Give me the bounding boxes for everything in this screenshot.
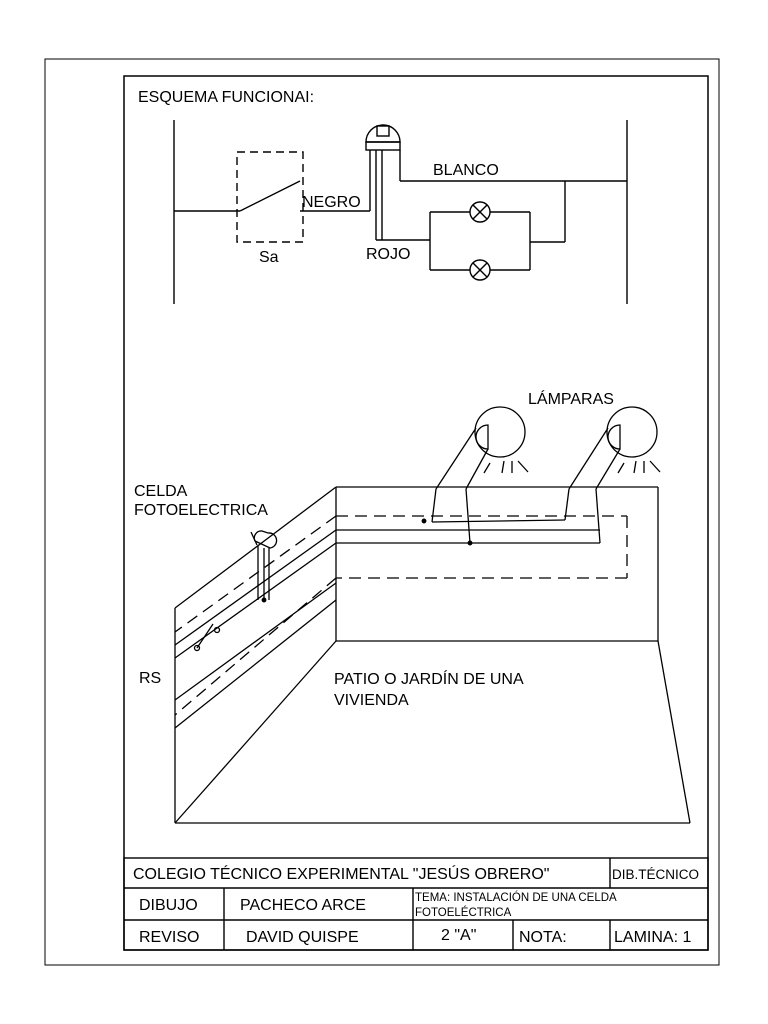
wiring bbox=[261, 518, 566, 603]
lamp-symbol-icon bbox=[469, 201, 491, 223]
wall-outline bbox=[174, 486, 691, 824]
drawn-label: DIBUJO bbox=[139, 897, 198, 914]
switch-blade bbox=[239, 180, 301, 212]
wire-black-label: NEGRO bbox=[302, 194, 361, 211]
lamp-icon bbox=[431, 406, 529, 544]
checked-label: REVISO bbox=[139, 929, 199, 946]
photocell-icon bbox=[365, 124, 401, 240]
photocell-icon bbox=[250, 530, 278, 600]
grade: 2 "A" bbox=[441, 927, 476, 944]
drawn-name: PACHECO ARCE bbox=[240, 897, 366, 914]
title-block: COLEGIO TÉCNICO EXPERIMENTAL "JESÚS OBRE… bbox=[123, 857, 709, 951]
nota-label: NOTA: bbox=[519, 929, 567, 946]
cell-label-line2: FOTOELECTRICA bbox=[134, 502, 268, 519]
lamps-label: LÁMPARAS bbox=[528, 389, 614, 408]
switch-label: Sa bbox=[259, 249, 279, 266]
school-name: COLEGIO TÉCNICO EXPERIMENTAL "JESÚS OBRE… bbox=[133, 864, 549, 883]
sheet-number: LAMINA: 1 bbox=[614, 929, 691, 946]
cell-label-line1: CELDA bbox=[134, 483, 188, 500]
subject-label: DIB.TÉCNICO bbox=[612, 867, 699, 882]
rs-label: RS bbox=[139, 670, 161, 687]
schematic-title: ESQUEMA FUNCIONAI: bbox=[138, 89, 314, 106]
outer-frame bbox=[44, 58, 720, 966]
topic-line1: TEMA: INSTALACIÓN DE UNA CELDA bbox=[415, 891, 617, 904]
functional-schematic: ESQUEMA FUNCIONAI: Sa NEGRO BLANCO ROJO bbox=[138, 89, 628, 304]
area-label-line1: PATIO O JARDÍN DE UNA bbox=[334, 669, 524, 688]
lamp-symbol-icon bbox=[469, 259, 491, 281]
lamp-icon bbox=[564, 406, 661, 544]
wall-switch-icon bbox=[193, 623, 221, 652]
dashed-conduit bbox=[174, 515, 628, 716]
wire-red-label: ROJO bbox=[366, 246, 410, 263]
checked-name: DAVID QUISPE bbox=[246, 929, 359, 946]
area-label-line2: VIVIENDA bbox=[334, 692, 409, 709]
wire-white-label: BLANCO bbox=[433, 162, 499, 179]
pictorial-view: LÁMPARAS CELDA FOTOELECTRICA RS PATIO O … bbox=[134, 389, 691, 824]
topic-line2: FOTOELÉCTRICA bbox=[415, 906, 512, 919]
switch-box bbox=[236, 151, 304, 243]
